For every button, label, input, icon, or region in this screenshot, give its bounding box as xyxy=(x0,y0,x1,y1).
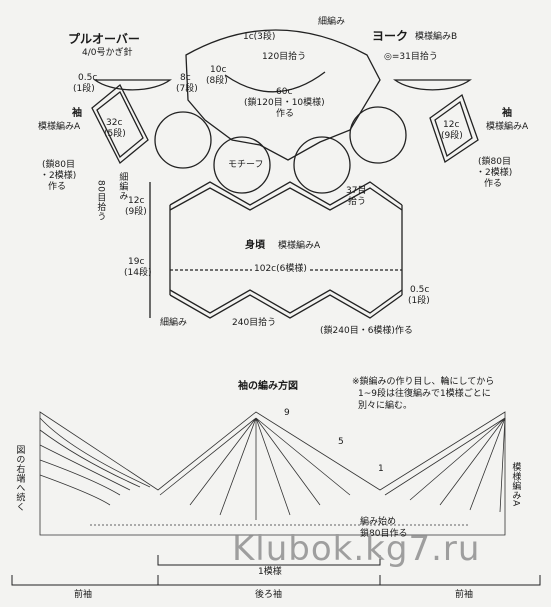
yoke-left2: 10c xyxy=(210,65,227,75)
motif-circle-3 xyxy=(293,136,351,194)
chart-row9: 9 xyxy=(284,408,290,418)
half-circle-left xyxy=(93,79,172,91)
chart-fan-left xyxy=(39,417,151,506)
pullover-title: プルオーバー xyxy=(68,32,140,46)
sleeve-left-inner xyxy=(96,90,144,159)
repeat-bracket xyxy=(157,555,381,566)
chart-back: 後ろ袖 xyxy=(255,590,283,600)
yoke-center3: 作る xyxy=(276,109,295,119)
body-pick37-1: 37目 xyxy=(346,186,367,196)
body-right2: (1段) xyxy=(408,296,430,306)
watermark: Klubok.kg7.ru xyxy=(232,529,481,569)
yoke-pattern: 模様編みB xyxy=(415,32,458,42)
chart-front2: 前袖 xyxy=(455,590,474,600)
sleeve-right-dim2: (9段) xyxy=(441,131,463,141)
yoke-edge-label: 細編み xyxy=(318,17,346,27)
sleeve-right-shape xyxy=(429,93,479,164)
motif-circle-4 xyxy=(349,106,407,164)
chart-title: 袖の編み方図 xyxy=(238,381,298,392)
motif-circle-2 xyxy=(213,136,271,194)
chart-note3: 別々に編む。 xyxy=(358,401,413,411)
yoke-outline xyxy=(185,29,381,161)
yoke-top-rows: 1c(3段) xyxy=(243,32,276,42)
yoke-right-pick: ◎=31目拾う xyxy=(384,52,438,62)
sleeve-right-chain3: 作る xyxy=(484,179,503,189)
sleeve-right-chain2: ・2模様) xyxy=(476,168,513,178)
body-edge: 細編み xyxy=(160,318,188,328)
body-left-mid2: (14段) xyxy=(124,268,152,278)
sleeve-left-chain3: 作る xyxy=(48,182,67,192)
sleeve-right-inner xyxy=(434,100,473,158)
sleeve-left-top2: (1段) xyxy=(73,84,95,94)
front-left-bracket xyxy=(11,575,159,586)
sleeve-left-shape xyxy=(91,83,149,165)
sleeve-left-dim2: (5段) xyxy=(104,129,126,139)
sleeve-right-pattern: 模様編みA xyxy=(486,122,529,132)
sleeve-left-title: 袖 xyxy=(72,108,82,119)
sleeve-left-top1: 0.5c xyxy=(78,73,98,83)
chart-note2: 1~9段は往復編みで1模様ごとに xyxy=(358,389,491,399)
body-title: 身頃 xyxy=(245,240,265,251)
chart-fan-right xyxy=(384,417,506,513)
half-circle-right xyxy=(393,79,472,91)
motif-label: モチーフ xyxy=(228,160,264,170)
body-pick37-2: 拾う xyxy=(348,197,367,207)
body-width: 102c(6模様) xyxy=(252,264,309,275)
sleeve-left-pattern: 模様編みA xyxy=(38,122,81,132)
yoke-pickup: 120目拾う xyxy=(262,52,307,62)
body-pattern: 模様編みA xyxy=(278,241,321,251)
body-bottom-zigzag-2 xyxy=(169,289,403,314)
chart-front1: 前袖 xyxy=(74,590,93,600)
sleeve-left-edge: 細編み xyxy=(117,172,128,201)
sleeve-right-dim1: 12c xyxy=(443,120,460,130)
chart-start2: 鎖80目作る xyxy=(360,529,408,539)
body-left-mid1: 19c xyxy=(128,257,145,267)
chart-repeat: 1模様 xyxy=(258,567,282,577)
chart-right-side: 模様編みA xyxy=(510,462,521,507)
sleeve-left-pick: 80目拾う xyxy=(95,180,106,221)
yoke-title: ヨーク xyxy=(372,29,409,43)
sleeve-left-chain2: ・2模様) xyxy=(40,171,77,181)
body-top-zigzag-2 xyxy=(169,187,403,211)
yoke-left1b: (7段) xyxy=(176,84,198,94)
chart-outline xyxy=(39,411,506,536)
body-pick240: 240目拾う xyxy=(232,318,277,328)
yoke-center2: (鎖120目・10模様) xyxy=(244,98,325,108)
body-bottom-zigzag xyxy=(169,294,403,319)
motif-circle-1 xyxy=(154,111,212,169)
chart-start1: 編み始め xyxy=(360,517,397,527)
body-left-top2: (9段) xyxy=(125,207,147,217)
hook-size: 4/0号かぎ針 xyxy=(82,48,133,58)
yoke-center1: 60c xyxy=(276,87,293,97)
body-top-zigzag xyxy=(169,181,403,206)
chart-row1: 1 xyxy=(378,464,384,474)
yoke-left2b: (8段) xyxy=(206,76,228,86)
sleeve-right-title: 袖 xyxy=(502,108,512,119)
sleeve-right-chain1: (鎖80目 xyxy=(478,157,511,167)
front-right-bracket xyxy=(379,575,541,586)
chart-note1: ※鎖編みの作り目し、輪にしてから xyxy=(352,377,495,387)
sleeve-left-chain1: (鎖80目 xyxy=(42,160,75,170)
sleeve-left-dim1: 32c xyxy=(106,118,123,128)
yoke-left1: 8c xyxy=(180,73,191,83)
chart-fan-center xyxy=(159,417,351,520)
chart-row5: 5 xyxy=(338,437,344,447)
body-left-top1: 12c xyxy=(128,196,145,206)
chart-left-side: 図の右端へ続く xyxy=(14,445,25,512)
body-chain: (鎖240目・6模様)作る xyxy=(320,326,413,336)
body-right1: 0.5c xyxy=(410,285,430,295)
yoke-inner xyxy=(224,71,326,93)
